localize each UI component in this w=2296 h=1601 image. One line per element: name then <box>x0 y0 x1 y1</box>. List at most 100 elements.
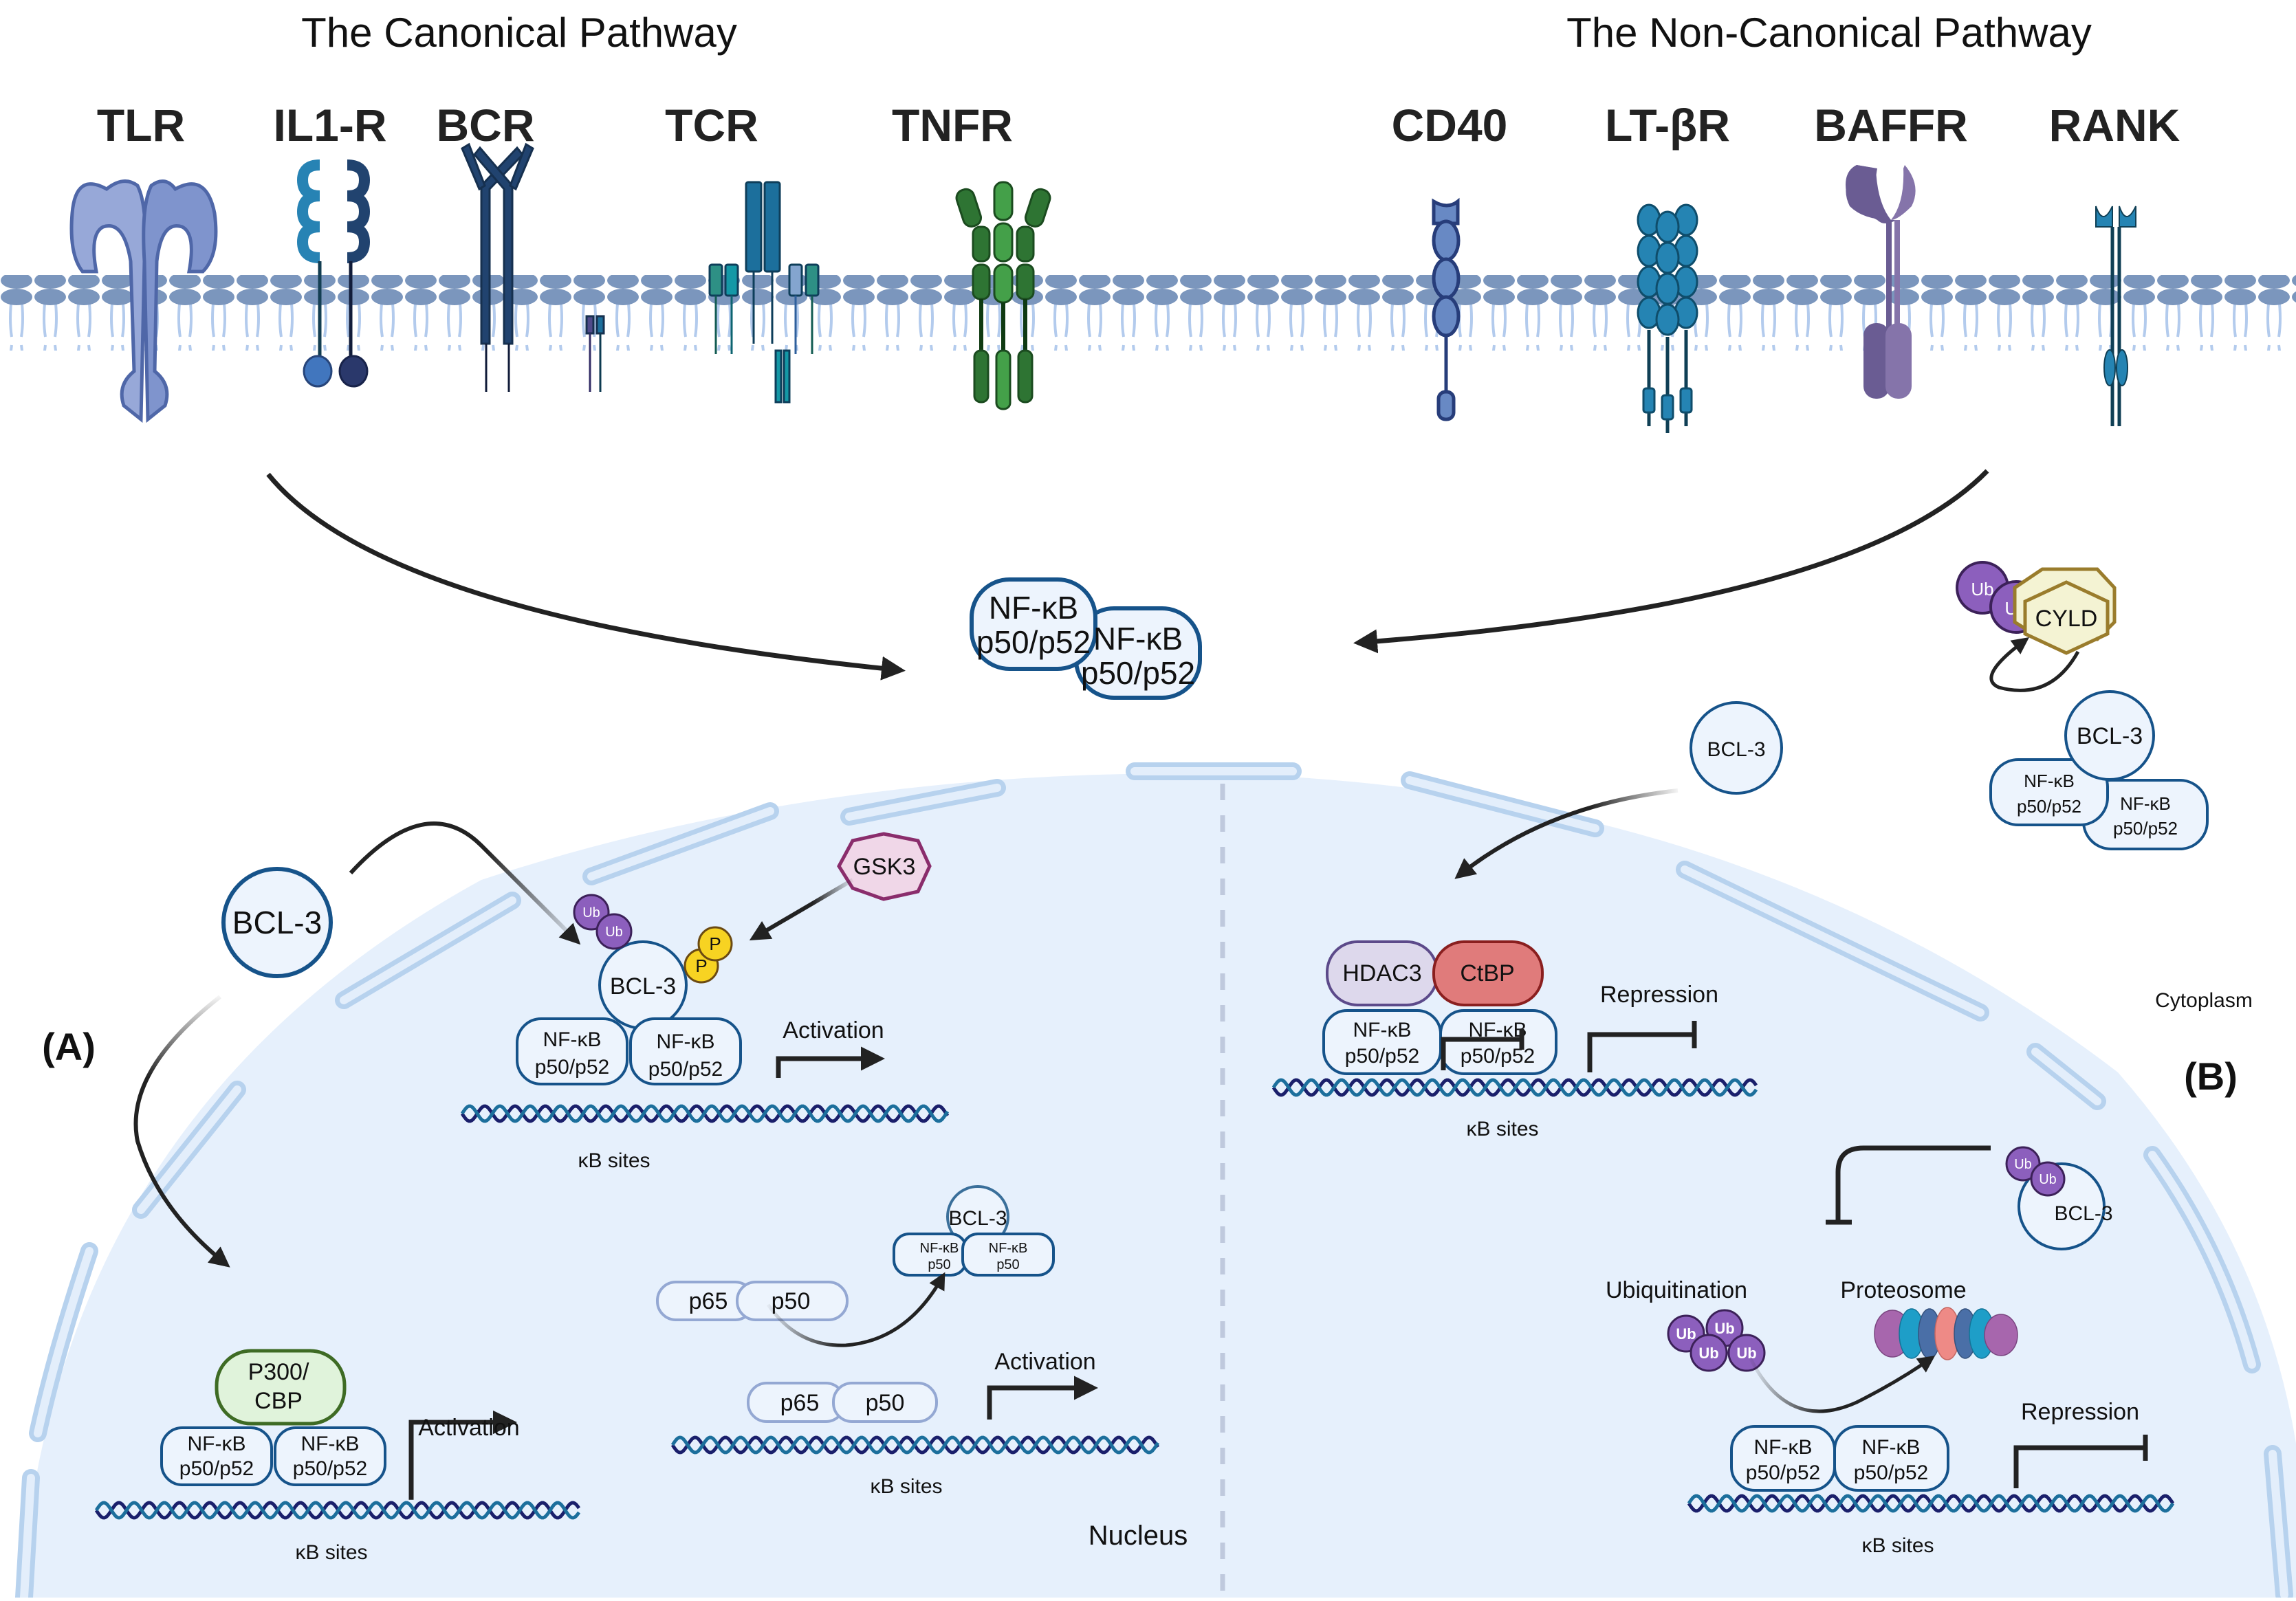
nfkb-label: NF-κB <box>989 1241 1028 1256</box>
nucleus-label: Nucleus <box>1089 1521 1188 1551</box>
p50-label: p50 <box>866 1390 905 1416</box>
activation-label: Activation <box>783 1017 884 1044</box>
nfkb-subunit: p50/p52 <box>1345 1045 1419 1068</box>
panel-b-label: (B) <box>2184 1055 2238 1098</box>
cyld-removes-ub-arrow <box>1989 637 2080 692</box>
canonical-to-nfkb-arrow <box>266 472 906 681</box>
phospho-label: P <box>709 934 721 954</box>
repression-label: Repression <box>2021 1399 2139 1425</box>
polyubiquitin-chain: Ub Ub Ub Ub <box>1667 1309 1766 1372</box>
receptor-label-rank: RANK <box>2049 100 2180 151</box>
activation-label: Activation <box>418 1415 519 1441</box>
ltbr-receptor-icon <box>1637 203 1698 433</box>
bcl3-label: BCL-3 <box>1707 738 1765 761</box>
activation-label: Activation <box>994 1349 1095 1375</box>
repression-bar <box>1441 1029 1524 1070</box>
hdac3-label: HDAC3 <box>1342 960 1421 986</box>
cytoplasm-label: Cytoplasm <box>2155 989 2253 1012</box>
kb-sites-label: κB sites <box>295 1541 367 1564</box>
activation-arrow <box>776 1046 885 1078</box>
ub-label: Ub <box>2014 1157 2032 1172</box>
nfkb-subunit: p50/p52 <box>1746 1461 1820 1484</box>
dna-helix <box>94 1501 581 1520</box>
nfkb-subunit: p50 <box>996 1257 1019 1272</box>
rank-receptor-icon <box>2095 206 2136 426</box>
nfkb-subunit: p50/p52 <box>535 1056 609 1079</box>
nfkb-label: NF-κB <box>301 1433 360 1455</box>
gsk3-label: GSK3 <box>853 854 916 880</box>
nfkb-subunit: p50/p52 <box>293 1457 367 1480</box>
non-canonical-to-nfkb-arrow <box>1353 469 1989 654</box>
dna-helix <box>670 1435 1160 1455</box>
baffr-receptor-icon <box>1846 165 1916 399</box>
ctbp-label: CtBP <box>1460 960 1514 986</box>
nfkb-label: NF-κB <box>543 1028 602 1051</box>
p50-to-bcl3-arrow <box>766 1272 945 1347</box>
dna-strand <box>1687 1494 2175 1513</box>
p65-label: p65 <box>689 1288 728 1314</box>
gsk3-phosphorylation-arrow <box>749 878 854 941</box>
proteosome-icon <box>1874 1307 2018 1360</box>
cbp-label: CBP <box>254 1388 303 1414</box>
nfkb-label: NF-κB <box>2024 771 2075 791</box>
bcl3-free <box>221 867 333 978</box>
canonical-title: The Canonical Pathway <box>301 10 737 56</box>
p65-label: p65 <box>780 1390 820 1416</box>
bcl3-bound-label: BCL-3 <box>610 973 676 1000</box>
non-canonical-title: The Non-Canonical Pathway <box>1566 10 2092 56</box>
tnfr-receptor-icon <box>955 181 1051 410</box>
nfkb-subunit: p50/p52 <box>1854 1461 1928 1484</box>
activation-arrow <box>987 1376 1098 1420</box>
nfkb-label: NF-κB <box>1754 1436 1813 1459</box>
nfkb-subunit: p50 <box>928 1257 950 1272</box>
receptor-label-baffr: BAFFR <box>1814 100 1968 151</box>
tlr-receptor-icon <box>69 179 218 423</box>
p300-label: P300/ <box>248 1359 309 1385</box>
nfkb-subunit: p50/p52 <box>2017 796 2081 817</box>
nfkb-label: NF-κB <box>188 1433 246 1455</box>
panel-b: BCL-3 HDAC3 CtBP NF-κB p50/p52 NF-κB p50… <box>1271 701 2175 1557</box>
bcl3-to-nucleus-arrow <box>349 821 581 945</box>
nfkb-subunit-2: p50/p52 <box>1081 655 1195 691</box>
dna-strand <box>94 1501 581 1520</box>
bcl3-repression-arrow <box>1454 788 1679 879</box>
dna-strand <box>460 1104 950 1123</box>
inhibition-bar <box>1826 1145 1991 1225</box>
panel-a: BCL-3 GSK3 BCL-3 Ub Ub P P NF-κB p50/p52… <box>94 821 1160 1564</box>
receptor-label-il1r: IL1-R <box>274 100 387 151</box>
panel-a-label: (A) <box>42 1025 96 1068</box>
nfkb-label: NF-κB <box>920 1241 959 1256</box>
kb-sites-label: κB sites <box>1466 1118 1538 1140</box>
ub-label: Ub <box>605 925 623 940</box>
nuclear-pore-inner <box>20 767 2288 1601</box>
nfkb-label: NF-κB <box>1862 1436 1921 1459</box>
receptor-label-tnfr: TNFR <box>892 100 1013 151</box>
ubiquitin-to-proteosome-arrow <box>1748 1356 1936 1413</box>
kb-sites-label: κB sites <box>1861 1534 1934 1557</box>
bcl3-label: BCL-3 <box>948 1207 1007 1230</box>
ubiquitination-label: Ubiquitination <box>1606 1277 1747 1303</box>
nfkb-label-2: NF-κB <box>1093 621 1183 656</box>
receptor-label-tlr: TLR <box>97 100 185 151</box>
cyld-deubiquitination-module: Ub Ub CYLD BCL-3 NF-κB p50/p52 NF-κB p50… <box>1956 561 2209 850</box>
non-canonical-receptor-labels: CD40 LT-βR BAFFR RANK <box>1392 100 2180 151</box>
receptor-label-cd40: CD40 <box>1392 100 1508 151</box>
phospho-label: P <box>695 956 707 976</box>
dna-strand <box>670 1435 1160 1455</box>
ub-label: Ub <box>1714 1320 1734 1337</box>
bcl3-free-label: BCL-3 <box>232 905 322 940</box>
canonical-receptor-labels: TLR IL1-R BCR TCR TNFR <box>97 100 1013 151</box>
repression-label: Repression <box>1600 982 1718 1008</box>
nucleus <box>15 762 2296 1601</box>
p50-label: p50 <box>772 1288 811 1314</box>
cytoplasmic-nfkb-dimer: NF-κB p50/p52 NF-κB p50/p52 <box>970 577 1202 700</box>
dna-strand <box>1271 1078 1758 1097</box>
ub-label: Ub <box>582 905 600 920</box>
repression-bar-top <box>1587 1021 1697 1072</box>
receptor-label-tcr: TCR <box>665 100 758 151</box>
ub-label: Ub <box>1736 1345 1756 1362</box>
ub-label: Ub <box>1676 1325 1696 1343</box>
tcr-receptor-icon <box>708 181 820 404</box>
repression-bar <box>2013 1435 2148 1488</box>
